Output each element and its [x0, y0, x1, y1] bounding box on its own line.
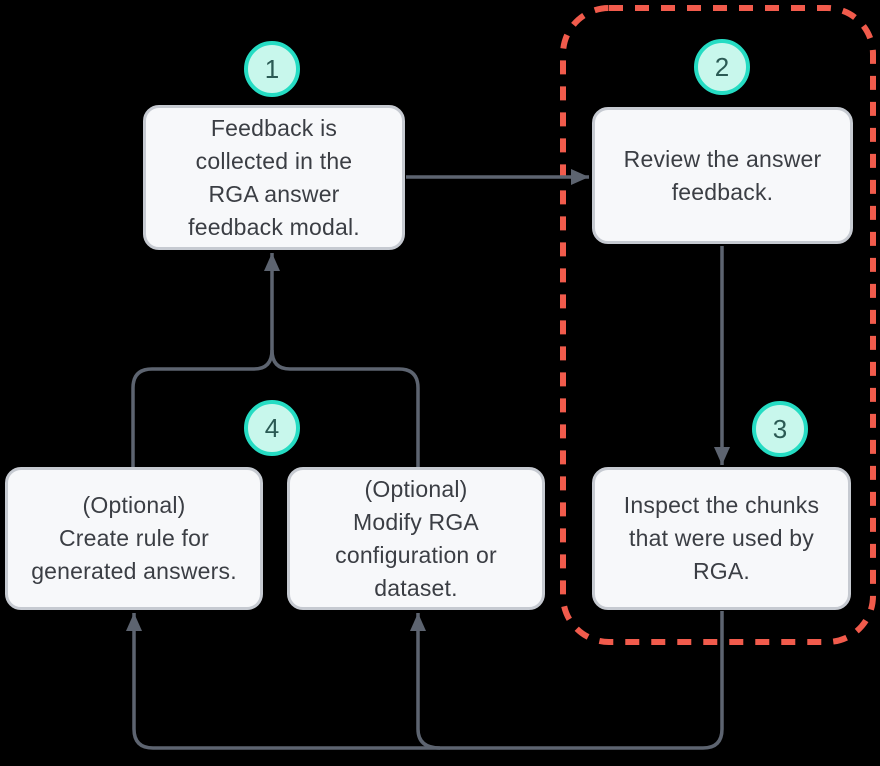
step1-label: Feedback is collected in the RGA answer …	[188, 114, 360, 240]
step1-box: Feedback is collected in the RGA answer …	[143, 105, 405, 250]
step2-box: Review the answer feedback.	[592, 107, 853, 244]
highlight-dashed-border	[560, 5, 876, 645]
arrow-optional-left-to-step1	[131, 253, 280, 467]
step2-label: Review the answer feedback.	[623, 145, 822, 205]
arrow-step3-to-optional-left	[126, 611, 724, 750]
step1-number: 1	[264, 54, 280, 84]
step2-badge: 2	[694, 39, 750, 95]
step3-badge: 3	[752, 401, 808, 457]
step3-label: Inspect the chunks that were used by RGA…	[623, 492, 820, 584]
step4-optional-left-box: (Optional) Create rule for generated ans…	[5, 467, 263, 610]
step4-optional-right-box: (Optional) Modify RGA configuration or d…	[287, 467, 545, 610]
arrow-step3-to-optional-right-branch	[410, 613, 441, 750]
step3-box: Inspect the chunks that were used by RGA…	[592, 467, 851, 610]
step4-optional-right-label: (Optional) Modify RGA configuration or d…	[335, 475, 497, 601]
step1-badge: 1	[244, 41, 300, 97]
step4-number: 4	[264, 413, 280, 443]
arrow-optional-right-to-step1-branch	[270, 349, 420, 467]
step2-number: 2	[714, 52, 730, 82]
step4-badge: 4	[244, 400, 300, 456]
step4-optional-left-label: (Optional) Create rule for generated ans…	[31, 492, 237, 584]
step3-number: 3	[772, 414, 788, 444]
